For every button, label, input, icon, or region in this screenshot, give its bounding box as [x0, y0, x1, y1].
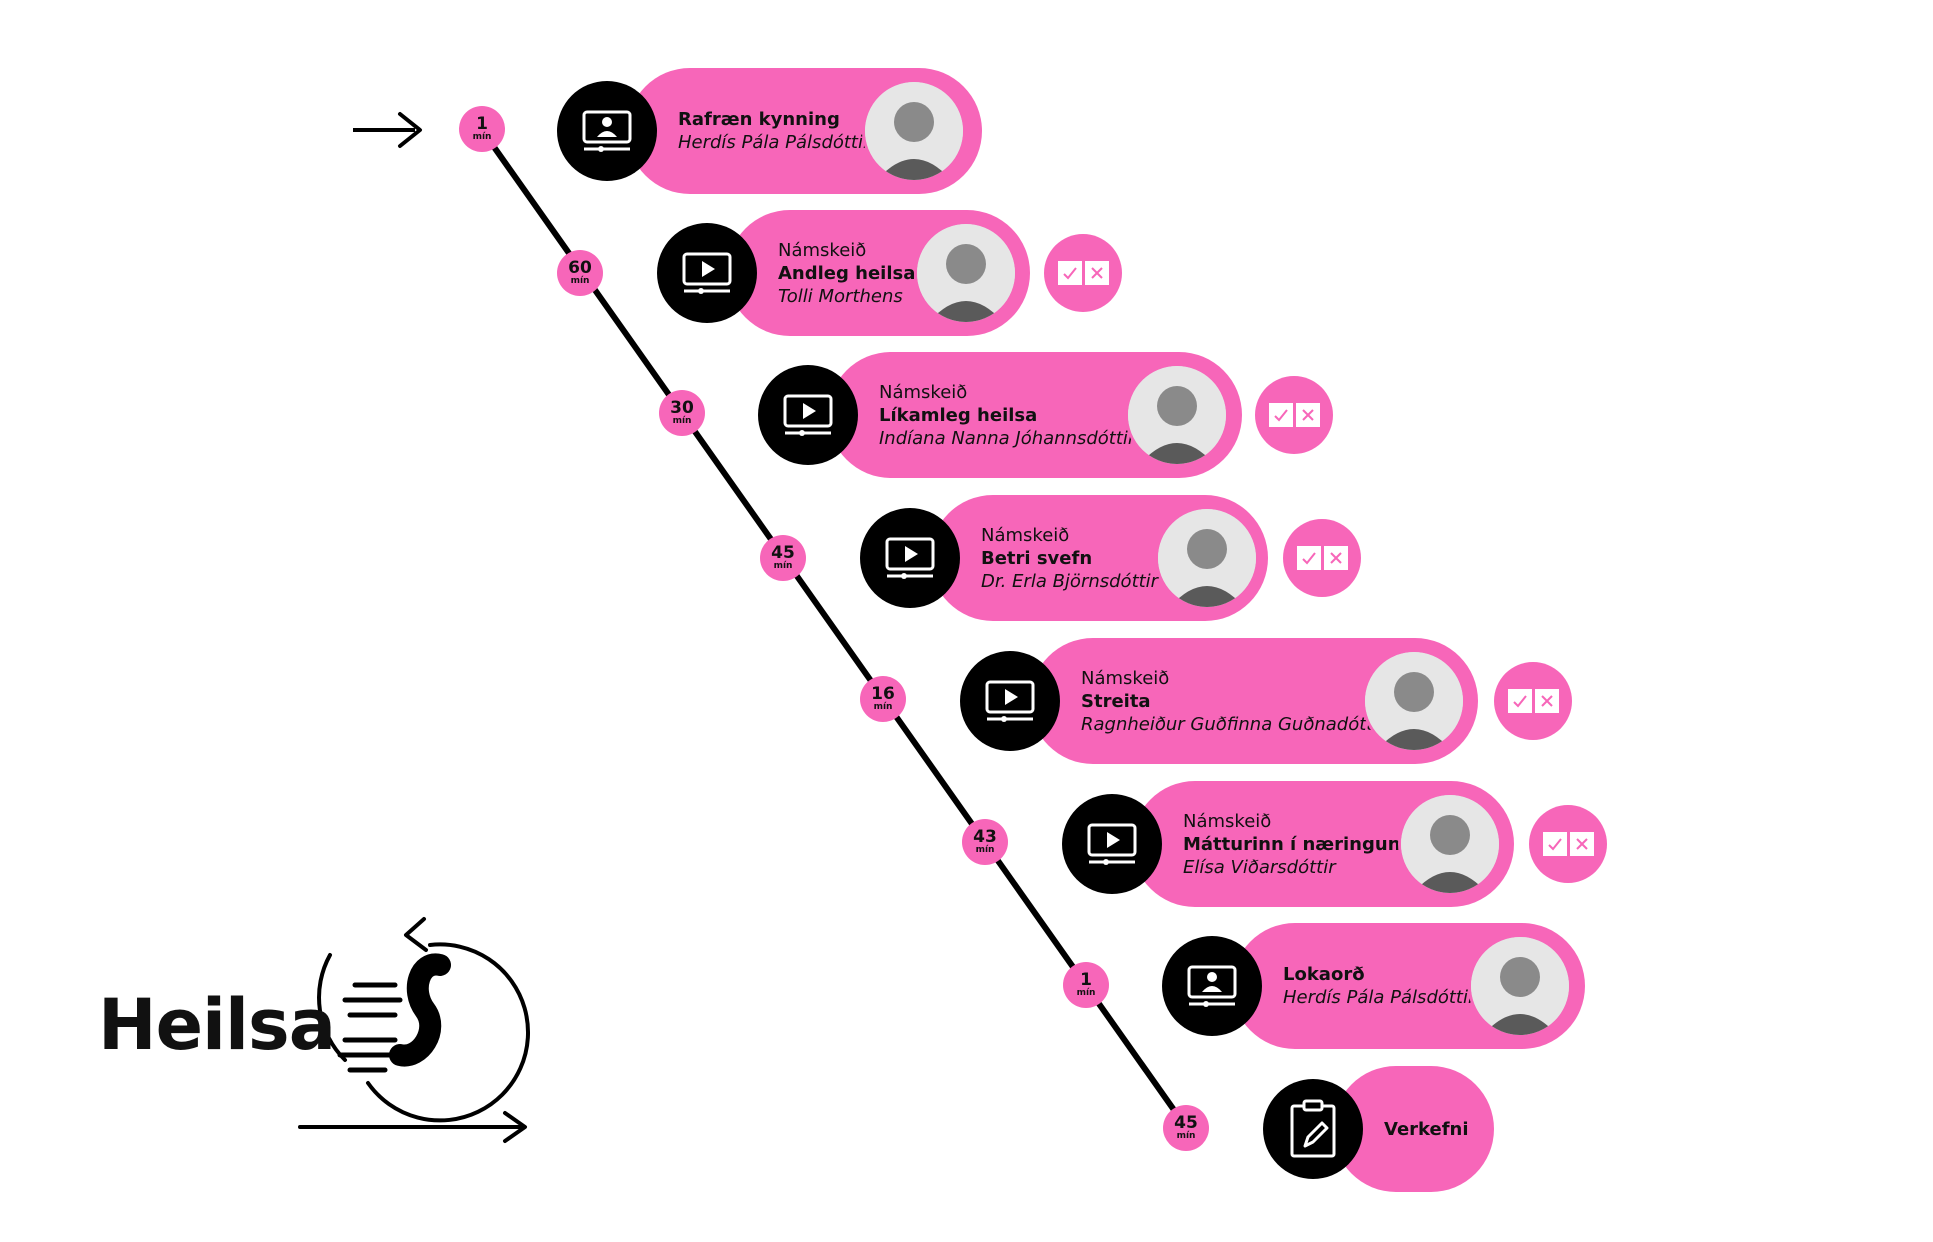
avatar — [862, 79, 966, 183]
duration-value: 1 — [476, 114, 488, 134]
timeline-line — [479, 128, 1189, 1129]
item-title: Mátturinn í næringunni — [1183, 833, 1420, 855]
duration-value: 60 — [568, 258, 592, 278]
cross-icon — [1295, 403, 1320, 427]
checkmark-icon — [1268, 403, 1293, 427]
cross-icon — [1569, 832, 1594, 856]
duration-unit: mín — [472, 132, 492, 142]
check-badge[interactable] — [1283, 519, 1361, 597]
item-title: Verkefni — [1384, 1118, 1469, 1140]
duration-unit: mín — [570, 276, 590, 286]
checkmark-icon — [1296, 546, 1321, 570]
checkmark-icon — [1542, 832, 1567, 856]
duration-unit: mín — [672, 416, 692, 426]
avatar — [1155, 506, 1259, 610]
duration-value: 16 — [871, 684, 895, 704]
timeline-item-text: Verkefni — [1384, 1066, 1469, 1192]
duration-unit: mín — [975, 845, 995, 855]
clipboard-pencil-icon — [1263, 1079, 1363, 1179]
check-badge[interactable] — [1044, 234, 1122, 312]
brand-title: Heilsa — [98, 984, 336, 1066]
item-title: Betri svefn — [981, 547, 1093, 569]
duration-value: 45 — [1174, 1113, 1198, 1133]
item-person: Ragnheiður Guðfinna Guðnadóttir — [1081, 713, 1386, 735]
item-kind: Námskeið — [981, 524, 1070, 546]
item-person: Tolli Morthens — [778, 285, 903, 307]
item-kind: Námskeið — [1081, 667, 1170, 689]
video-play-icon — [657, 223, 757, 323]
cross-icon — [1534, 689, 1559, 713]
running-figure-cycle-icon — [298, 917, 531, 1143]
item-person: Herdís Pála Pálsdóttir — [678, 132, 871, 153]
avatar — [1125, 363, 1229, 467]
item-person: Indíana Nanna Jóhannsdóttir — [879, 427, 1136, 449]
duration-value: 45 — [771, 543, 795, 563]
item-title: Streita — [1081, 690, 1151, 712]
duration-value: 1 — [1080, 970, 1092, 990]
presenter-icon — [557, 81, 657, 181]
checkmark-icon — [1057, 261, 1082, 285]
duration-value: 30 — [670, 398, 694, 418]
item-title: Líkamleg heilsa — [879, 404, 1038, 426]
item-kind: Námskeið — [1183, 810, 1272, 832]
video-play-icon — [960, 651, 1060, 751]
video-play-icon — [860, 508, 960, 608]
item-person: Herdís Pála Pálsdóttir — [1283, 987, 1476, 1008]
cross-icon — [1084, 261, 1109, 285]
item-person: Dr. Erla Björnsdóttir — [981, 570, 1159, 592]
item-kind: Námskeið — [879, 381, 968, 403]
item-title: Rafræn kynning — [678, 109, 840, 130]
check-badge[interactable] — [1255, 376, 1333, 454]
avatar — [1362, 649, 1466, 753]
duration-unit: mín — [773, 561, 793, 571]
item-title: Lokaorð — [1283, 964, 1365, 985]
item-kind: Námskeið — [778, 239, 867, 261]
duration-value: 43 — [973, 827, 997, 847]
checkmark-icon — [1507, 689, 1532, 713]
start-arrow-icon — [353, 112, 422, 148]
duration-unit: mín — [1076, 988, 1096, 998]
item-person: Elísa Viðarsdóttir — [1183, 856, 1336, 878]
duration-unit: mín — [1176, 1131, 1196, 1141]
presenter-icon — [1162, 936, 1262, 1036]
avatar — [1468, 934, 1572, 1038]
cross-icon — [1323, 546, 1348, 570]
video-play-icon — [1062, 794, 1162, 894]
item-title: Andleg heilsa — [778, 262, 916, 284]
avatar — [1398, 792, 1502, 896]
duration-unit: mín — [873, 702, 893, 712]
video-play-icon — [758, 365, 858, 465]
check-badge[interactable] — [1529, 805, 1607, 883]
check-badge[interactable] — [1494, 662, 1572, 740]
avatar — [914, 221, 1018, 325]
